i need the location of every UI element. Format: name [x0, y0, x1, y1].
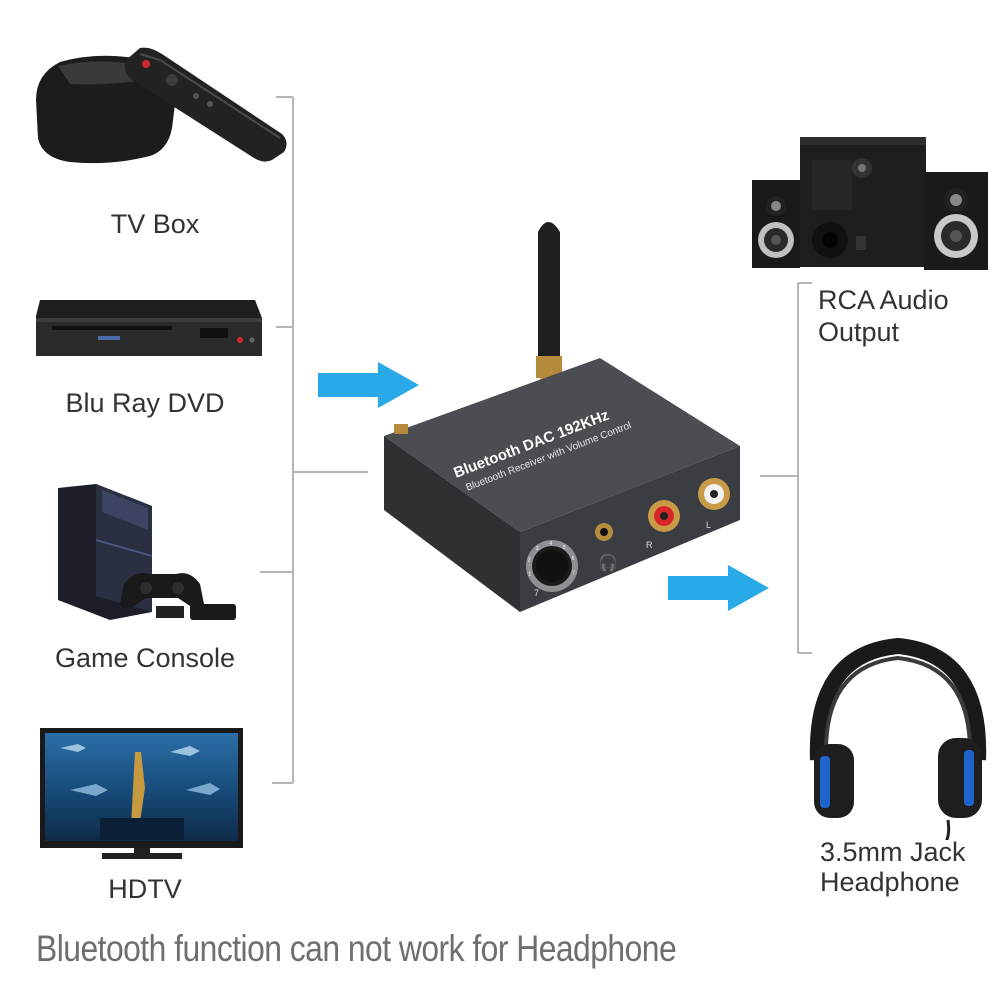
- knob-mark: 6: [572, 556, 575, 562]
- label-hdtv: HDTV: [108, 874, 182, 904]
- tv-box-image: [36, 47, 287, 164]
- knob-mark: 2: [528, 558, 531, 564]
- bluetooth-dac-device: 🎧 Bluetooth DAC 192KHz Bluetooth Receive…: [384, 222, 740, 612]
- game-console-image: [58, 484, 236, 620]
- port-label-r: R: [646, 540, 653, 550]
- hdtv-image: [40, 728, 243, 859]
- speakers-image: [752, 137, 988, 270]
- label-headphone-line2: Headphone: [820, 867, 960, 897]
- label-tv-box: TV Box: [110, 209, 200, 239]
- label-blu-ray-dvd: Blu Ray DVD: [65, 388, 225, 418]
- headphone-symbol-icon: 🎧: [598, 553, 618, 572]
- port-label-l: L: [706, 520, 711, 530]
- knob-mark: 3: [536, 546, 539, 552]
- input-arrow-icon: [318, 362, 419, 408]
- antenna: [538, 222, 560, 356]
- knob-mark: 4: [549, 541, 552, 547]
- label-game-console: Game Console: [54, 643, 236, 673]
- knob-max-label: 7: [534, 588, 539, 598]
- output-arrow-icon: [668, 565, 769, 611]
- label-rca-audio-line1: RCA Audio: [818, 285, 949, 315]
- footer-note: Bluetooth function can not work for Head…: [36, 928, 677, 969]
- input-bracket: [260, 96, 368, 784]
- blu-ray-dvd-image: [36, 300, 262, 356]
- knob-mark: 1: [528, 572, 531, 578]
- knob-mark: 5: [563, 545, 566, 551]
- headphone-image: [809, 637, 987, 840]
- knob-mark: 7: [572, 570, 575, 576]
- label-rca-audio-line2: Output: [818, 317, 900, 347]
- output-bracket: [760, 282, 812, 654]
- label-headphone-line1: 3.5mm Jack: [820, 837, 966, 867]
